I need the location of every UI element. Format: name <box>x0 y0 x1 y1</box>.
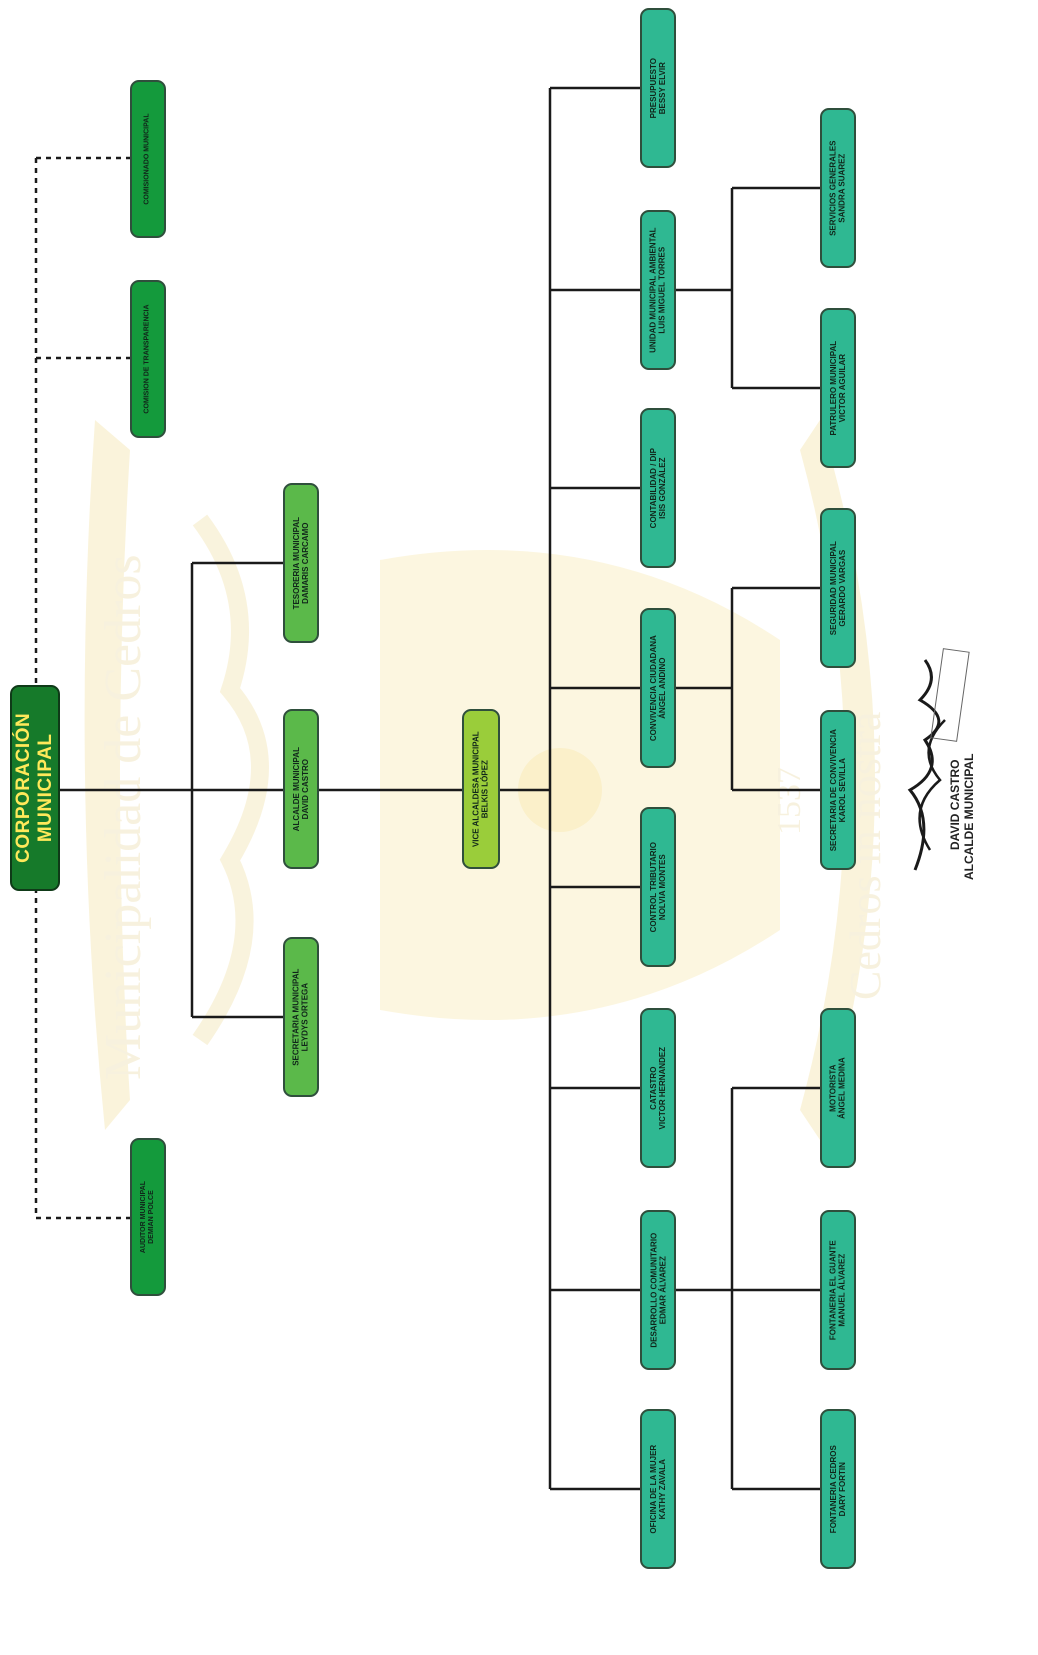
root-title-line1: CORPORACIÓN <box>13 713 35 863</box>
node-label: PRESUPUESTO <box>649 58 658 118</box>
node-person: ÁNGEL MEDINA <box>838 1057 847 1119</box>
node-person: KATHY ZAVALA <box>658 1445 667 1534</box>
node-label: MOTORISTA <box>829 1057 838 1119</box>
node-person: KAROL SEVILLA <box>838 729 847 851</box>
node-person: NOLVIA MONTES <box>658 842 667 932</box>
node-label: SEGURIDAD MUNICIPAL <box>829 541 838 635</box>
node-label: FONTANERIA EL GUANTE <box>829 1240 838 1340</box>
node-person: VICTOR HERNANDEZ <box>658 1047 667 1130</box>
node-label: ALCALDE MUNICIPAL <box>292 747 301 831</box>
node-person: SANDRA SUAREZ <box>838 140 847 235</box>
node-person: DEMIAN POLCE <box>148 1181 156 1253</box>
node-label: UNIDAD MUNICIPAL AMBIENTAL <box>649 227 658 352</box>
node-label: COMISION DE TRANSPARENCIA <box>144 304 152 413</box>
node-label: COMISIONADO MUNICIPAL <box>144 113 152 204</box>
node-label: PATRULERO MUNICIPAL <box>829 341 838 436</box>
node-person: ISIS GONZÁLEZ <box>658 448 667 528</box>
node-person: DARY FORTIN <box>838 1445 847 1533</box>
node-comision-transparencia[interactable]: COMISION DE TRANSPARENCIA <box>130 280 166 438</box>
node-person: MANUEL ÁLVAREZ <box>838 1240 847 1340</box>
node-label: FONTANERIA CEDROS <box>829 1445 838 1533</box>
node-person: DAMARIS CARCAMO <box>301 517 310 609</box>
node-label: VICE ALCALDESA MUNICIPAL <box>472 731 481 847</box>
signature-title: ALCALDE MUNICIPAL <box>962 754 976 880</box>
node-label: SERVICIOS GENERALES <box>829 140 838 235</box>
node-label: OFICINA DE LA MUJER <box>649 1445 658 1534</box>
node-comisionado-municipal[interactable]: COMISIONADO MUNICIPAL <box>130 80 166 238</box>
node-person: VICTOR AGUILAR <box>838 341 847 436</box>
node-label: CONTABILIDAD / DIP <box>649 448 658 528</box>
node-label: CONTROL TRIBUTARIO <box>649 842 658 932</box>
node-person: EDMAR ÁLVAREZ <box>658 1233 667 1348</box>
root-title-line2: MUNICIPAL <box>35 713 57 863</box>
node-label: SECRETARIA DE CONVIVENCIA <box>829 729 838 851</box>
node-person: DAVID CASTRO <box>301 747 310 831</box>
node-label: AUDITOR MUNICIPAL <box>140 1181 148 1253</box>
node-label: CATASTRO <box>649 1047 658 1130</box>
node-person: LEYDYS ORTEGA <box>301 968 310 1065</box>
node-label: TESORERIA MUNICIPAL <box>292 517 301 609</box>
node-person: LUIS MIGUEL TORRES <box>658 227 667 352</box>
node-person: BESSY ELVIR <box>658 58 667 118</box>
node-label: DESARROLLO COMUNITARIO <box>649 1233 658 1348</box>
signature-name: DAVID CASTRO <box>948 760 962 850</box>
node-person: BELKIS LÓPEZ <box>481 731 490 847</box>
node-person: GERARDO VARGAS <box>838 541 847 635</box>
node-person: ÁNGEL ANDINO <box>658 635 667 741</box>
node-label: CONVIVENCIA CIUDADANA <box>649 635 658 741</box>
